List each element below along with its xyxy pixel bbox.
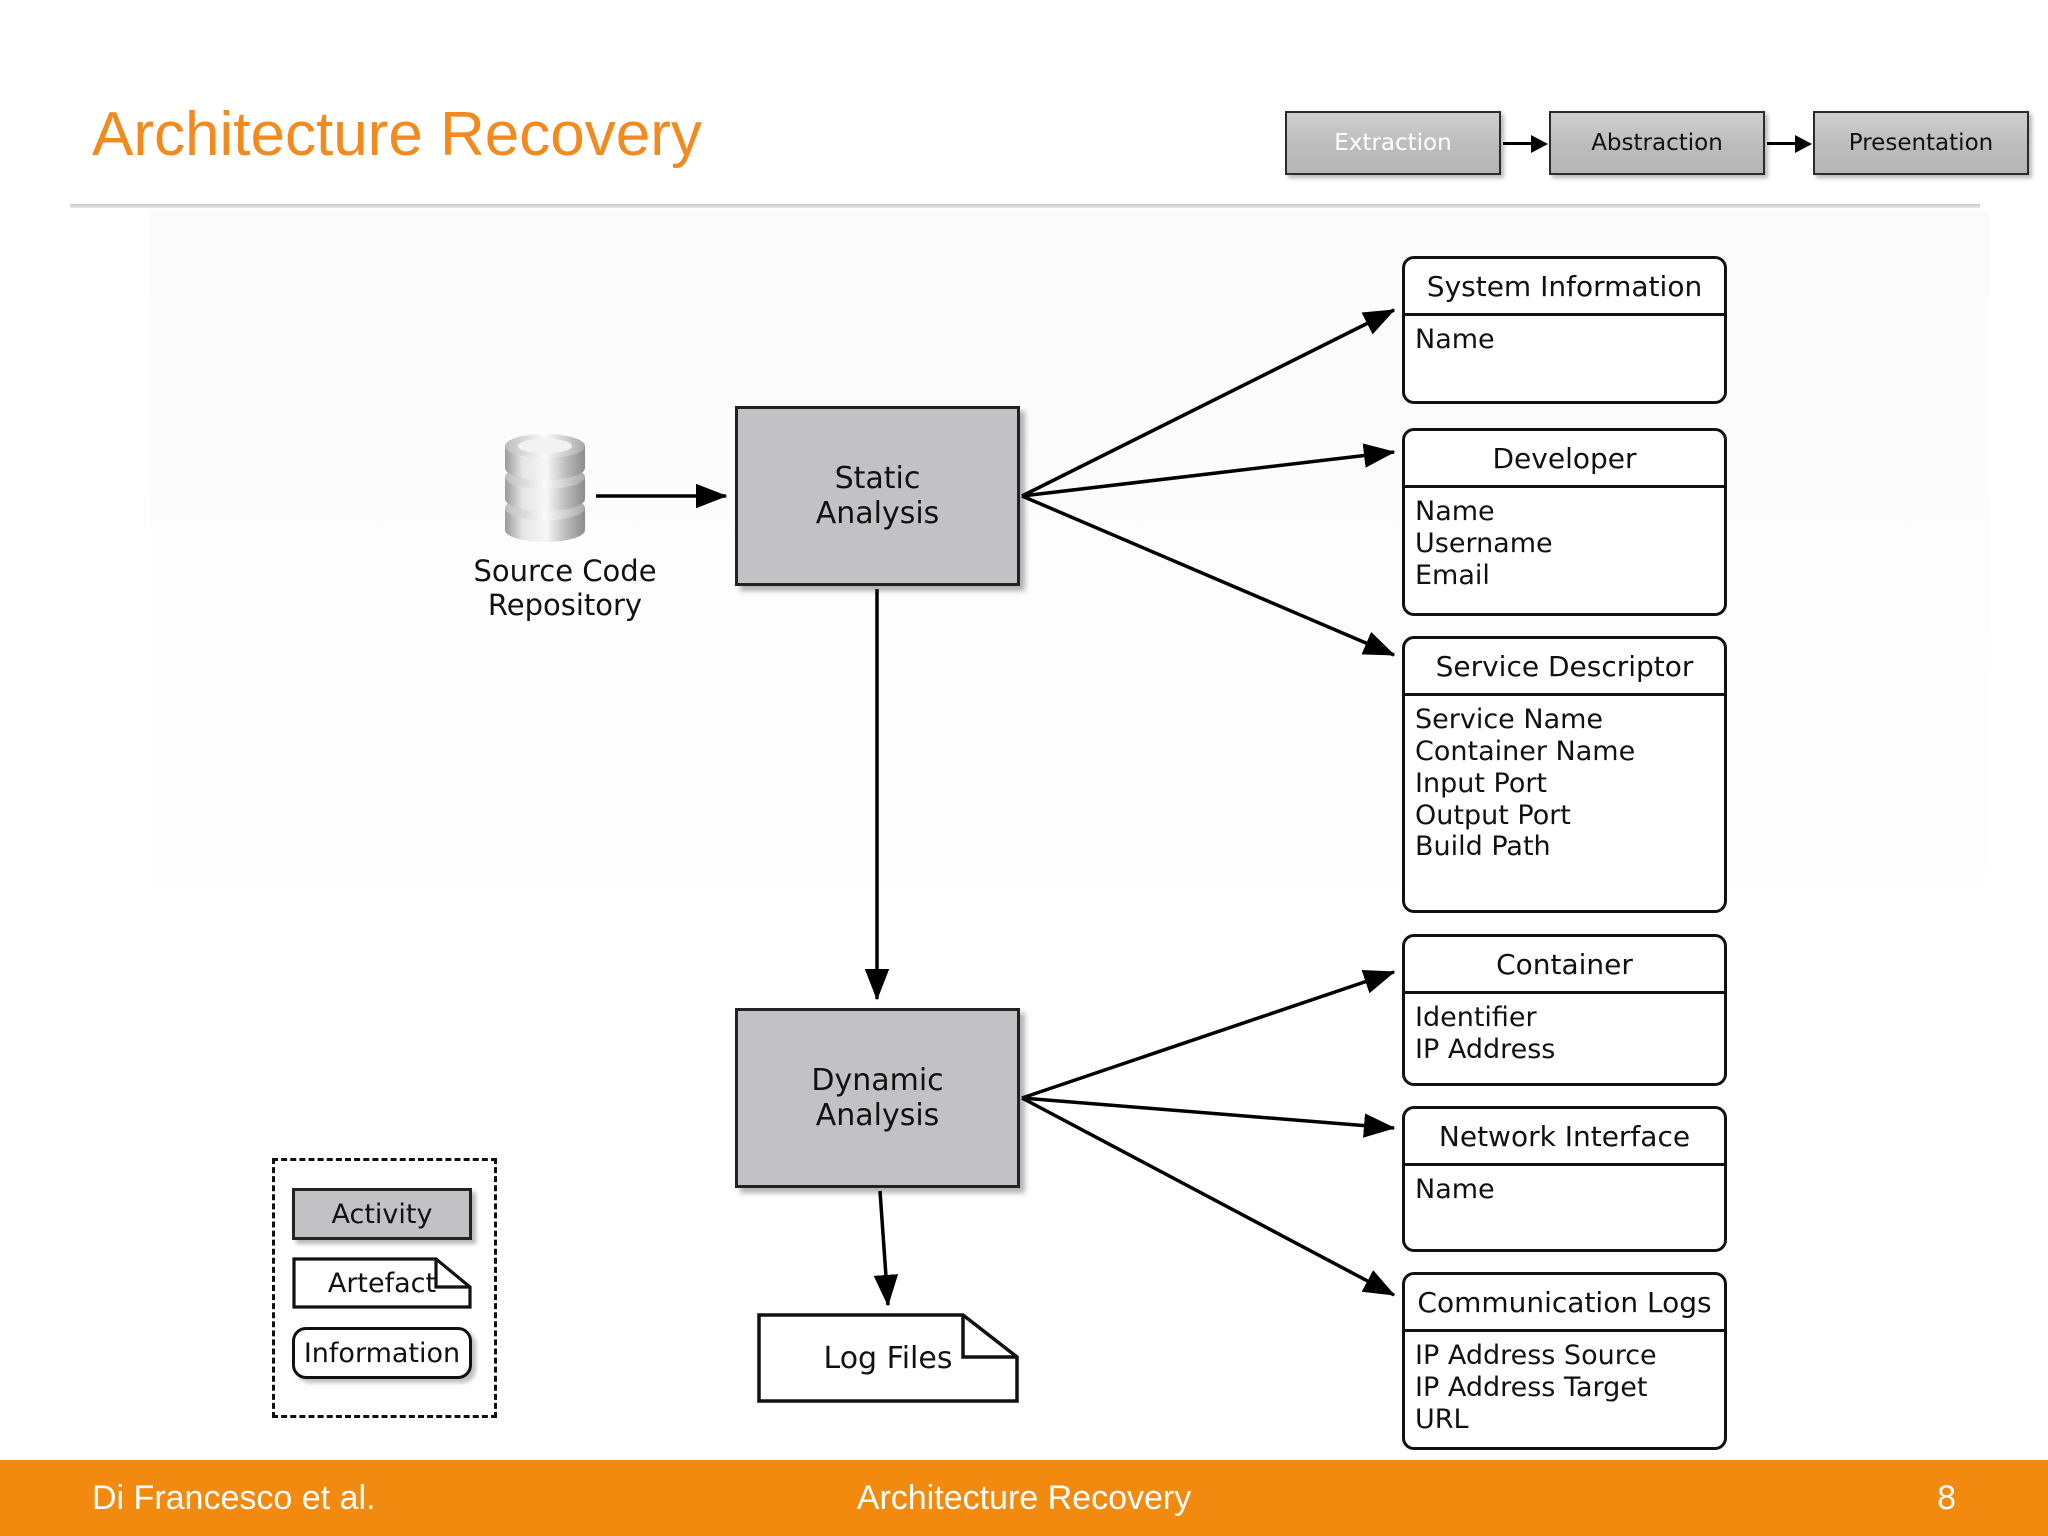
activity-static-line2: Analysis [815, 496, 940, 531]
legend-item-information: Information [292, 1327, 472, 1379]
attribute-row: Name [1415, 496, 1495, 527]
database-cylinder-icon [505, 434, 585, 542]
attribute-row: Container Name [1415, 735, 1636, 767]
attribute-row: Input Port [1415, 767, 1548, 799]
legend-item-activity: Activity [292, 1188, 472, 1240]
artefact-log-files-label: Log Files [823, 1340, 953, 1376]
information-title: Communication Logs [1405, 1275, 1724, 1332]
activity-static-line1: Static [834, 460, 921, 496]
legend: Activity Artefact Information [272, 1158, 497, 1418]
information-communication-logs[interactable]: Communication Logs IP Address Source IP … [1402, 1272, 1727, 1450]
attribute-row: Build Path [1415, 831, 1551, 863]
attribute-row: Service Name [1415, 704, 1604, 735]
information-attributes: Name [1405, 1166, 1724, 1212]
source-code-repository-label: Source Code Repository [435, 554, 695, 622]
phase-step-extraction[interactable]: Extraction [1285, 111, 1501, 175]
information-title: Developer [1405, 431, 1724, 488]
information-attributes: Name [1405, 316, 1724, 362]
attribute-row: Identifier [1415, 1002, 1537, 1033]
information-developer[interactable]: Developer Name Username Email [1402, 428, 1727, 616]
phase-flow: Extraction Abstraction Presentation [1285, 108, 2029, 178]
footer-author: Di Francesco et al. [92, 1478, 376, 1517]
activity-static-analysis[interactable]: Static Analysis [735, 406, 1020, 586]
information-container[interactable]: Container Identifier IP Address [1402, 934, 1727, 1086]
information-system-information[interactable]: System Information Name [1402, 256, 1727, 404]
information-title: System Information [1405, 259, 1724, 316]
information-title: Network Interface [1405, 1109, 1724, 1166]
legend-item-artefact: Artefact [292, 1257, 472, 1309]
repo-label-line2: Repository [487, 588, 643, 623]
source-code-repository: Source Code Repository [470, 430, 660, 622]
information-service-descriptor[interactable]: Service Descriptor Service Name Containe… [1402, 636, 1727, 913]
page-title: Architecture Recovery [92, 100, 702, 169]
activity-dynamic-line1: Dynamic [811, 1062, 944, 1098]
attribute-row: IP Address Source [1415, 1340, 1657, 1371]
activity-dynamic-analysis[interactable]: Dynamic Analysis [735, 1008, 1020, 1188]
footer-title: Architecture Recovery [856, 1478, 1192, 1517]
information-attributes: IP Address Source IP Address Target URL [1405, 1332, 1724, 1442]
legend-artefact-label: Artefact [327, 1267, 437, 1299]
information-attributes: Identifier IP Address [1405, 994, 1724, 1072]
attribute-row: IP Address [1415, 1033, 1556, 1065]
attribute-row: Name [1415, 324, 1495, 355]
information-title: Container [1405, 937, 1724, 994]
document-shape-icon [757, 1313, 1019, 1403]
information-network-interface[interactable]: Network Interface Name [1402, 1106, 1727, 1252]
document-shape-icon [292, 1257, 472, 1309]
information-attributes: Name Username Email [1405, 488, 1724, 598]
attribute-row: Name [1415, 1174, 1495, 1205]
attribute-row: Output Port [1415, 799, 1571, 831]
phase-step-abstraction[interactable]: Abstraction [1549, 111, 1765, 175]
phase-step-presentation[interactable]: Presentation [1813, 111, 2029, 175]
slide-footer: Di Francesco et al. Architecture Recover… [0, 1460, 2048, 1536]
artefact-log-files[interactable]: Log Files [757, 1313, 1019, 1403]
phase-arrow-icon [1501, 133, 1549, 153]
information-attributes: Service Name Container Name Input Port O… [1405, 696, 1724, 869]
attribute-row: URL [1415, 1403, 1469, 1435]
footer-page-number: 8 [1937, 1478, 1956, 1517]
repo-label-line1: Source Code [473, 554, 657, 588]
information-title: Service Descriptor [1405, 639, 1724, 696]
attribute-row: Username [1415, 527, 1553, 559]
activity-dynamic-line2: Analysis [815, 1098, 940, 1133]
attribute-row: Email [1415, 559, 1490, 591]
title-divider [70, 204, 1980, 208]
phase-arrow-icon [1765, 133, 1813, 153]
attribute-row: IP Address Target [1415, 1371, 1648, 1403]
